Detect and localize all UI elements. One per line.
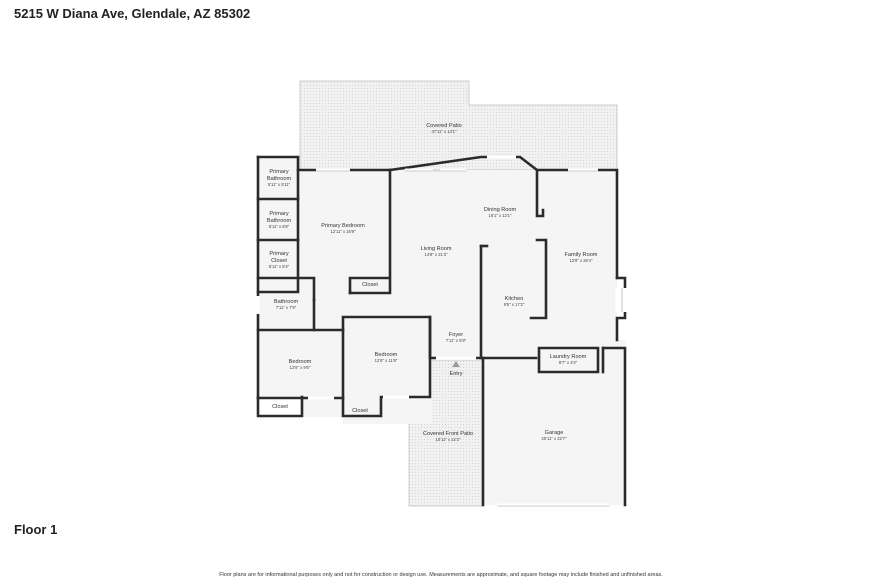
kitchen-name: Kitchen xyxy=(505,296,524,302)
family-room-dims: 12'8" x 26'4" xyxy=(570,258,593,263)
primary-bedroom-name: Primary Bedroom xyxy=(321,223,365,229)
covered-patio-dims: 47'11" x 13'1" xyxy=(432,129,457,134)
primary-bathroom-1-name-line1: Primary xyxy=(269,169,288,175)
floor-label: Floor 1 xyxy=(14,522,58,537)
primary-bathroom-2-dims: 5'11" x 6'6" xyxy=(269,224,290,229)
bathroom-dims: 7'11" x 7'9" xyxy=(276,305,297,310)
primary-closet-dims: 5'11" x 5'4" xyxy=(269,264,290,269)
bedroom-1-name: Bedroom xyxy=(289,359,312,365)
closet-primary-name: Closet xyxy=(362,282,378,288)
primary-bathroom-2-name-line1: Primary xyxy=(269,211,288,217)
kitchen-dims: 9'5" x 17'2" xyxy=(504,302,525,307)
garage-name: Garage xyxy=(545,430,564,436)
covered-patio-name: Covered Patio xyxy=(426,123,461,129)
closet-2-name: Closet xyxy=(352,408,368,414)
covered-front-patio-name: Covered Front Patio xyxy=(423,431,473,437)
dining-room-dims: 16'1" x 13'1" xyxy=(489,213,512,218)
room-labels: Covered Patio 47'11" x 13'1" Primary Bat… xyxy=(267,123,598,442)
living-room-name: Living Room xyxy=(420,246,451,252)
foyer-dims: 7'11" x 5'9" xyxy=(446,338,467,343)
covered-front-patio-dims: 10'11" x 22'2" xyxy=(436,437,461,442)
laundry-room-name: Laundry Room xyxy=(550,354,587,360)
entry-name: Entry xyxy=(449,371,462,377)
foyer-name: Foyer xyxy=(449,332,463,338)
interior-floor xyxy=(258,157,625,505)
closet-1-name: Closet xyxy=(272,404,288,410)
family-room-name: Family Room xyxy=(565,252,598,258)
disclaimer-text: Floor plans are for informational purpos… xyxy=(219,572,663,578)
living-room-dims: 14'8" x 21'3" xyxy=(425,252,448,257)
primary-bedroom-dims: 12'11" x 16'8" xyxy=(331,229,356,234)
primary-closet-name-line2: Closet xyxy=(271,258,287,264)
bathroom-name: Bathroom xyxy=(274,299,299,305)
primary-bathroom-1-dims: 5'11" x 5'11" xyxy=(268,182,291,187)
entry-arrow-icon xyxy=(452,361,460,367)
primary-bathroom-2-name-line2: Bathroom xyxy=(267,218,292,224)
garage-dims: 20'11" x 22'7" xyxy=(542,436,567,441)
bedroom-1-dims: 12'6" x 9'5" xyxy=(290,365,311,370)
bedroom-2-dims: 12'6" x 11'8" xyxy=(375,358,398,363)
dining-room-name: Dining Room xyxy=(484,207,517,213)
property-address: 5215 W Diana Ave, Glendale, AZ 85302 xyxy=(14,6,251,21)
bedroom-2-name: Bedroom xyxy=(375,352,398,358)
windows xyxy=(256,155,627,507)
laundry-room-dims: 8'7" x 3'4" xyxy=(559,360,578,365)
primary-closet-name-line1: Primary xyxy=(269,251,288,257)
primary-bathroom-1-name-line2: Bathroom xyxy=(267,176,292,182)
